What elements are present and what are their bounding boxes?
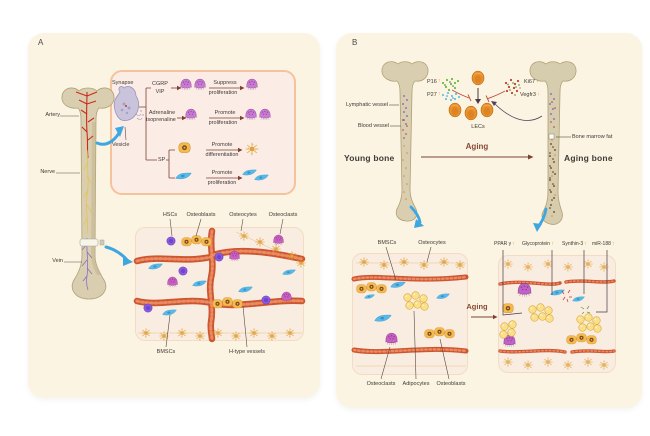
promote-label-r2: Promote [214,109,236,116]
mir188-marker: miR-188↑ [592,241,615,247]
vein-label: Vein [52,258,63,264]
promote-differentiation-label: differentiation [205,152,239,158]
suppress-label: Suppress [213,79,237,86]
suppress-proliferation-label: proliferation [208,90,238,96]
osteoblasts-label-b: Osteoblasts [436,381,466,387]
p27-up-arrow: ↑ [437,91,441,97]
p16-marker: P16↑ [427,78,441,85]
synapse-label: Synapse [112,80,134,86]
aging-label-top: Aging [465,142,489,151]
osteocytes-label-a: Osteocytes [229,212,257,218]
ki67-down-arrow: ↓ [536,78,539,84]
glycoprotein-up-arrow: ↑ [551,241,554,247]
aging-bone-label: Aging bone [564,153,613,163]
vesicle-label: Vesicle [112,142,130,148]
aging-label-bottom: Aging [466,302,488,311]
bmscs-label-a: BMSCs [156,349,176,355]
pparg-marker: PPAR γ↑ [494,241,515,247]
vegfr3-marker: Vegfr3↓ [520,91,540,98]
aged-tissue-box-b [498,255,616,373]
cgrp-label: CGRP [152,81,168,87]
adrenaline-label: Adrenaline [148,109,176,116]
p16-up-arrow: ↑ [437,78,441,84]
osteocytes-label-b: Osteocytes [418,240,446,246]
promote-label-r3b: Promote [211,169,233,176]
promote-proliferation-label-r3b: proliferation [207,180,237,186]
vegfr3-down-arrow: ↓ [536,91,540,97]
p27-marker: P27↑ [427,91,441,98]
blood-vessel-label: Blood vessel [357,122,389,129]
young-tissue-box-b [352,253,468,375]
osteoclasts-label-a: Osteoclasts [268,212,298,218]
glycoprotein-marker: Glycoprotein↑ [522,241,554,247]
nerve-label: Nerve [40,169,55,175]
synthin3-marker: Synthin-3↑ [562,241,587,247]
synapse-pathway-inset-box [110,70,296,195]
vip-label: VIP [155,89,165,95]
isoprenaline-label: isoprenaline [146,117,176,123]
sp-label: SP [158,156,166,163]
bmscs-label-b: BMSCs [377,240,397,246]
promote-label-r3a: Promote [211,141,233,148]
lecs-label: LECs [471,124,485,130]
panel-a-letter: A [38,38,44,47]
hscs-label: HSCs [162,212,178,218]
promote-proliferation-label-r2: proliferation [208,120,238,126]
panel-b-letter: B [352,38,358,47]
bone-marrow-fat-label: Bone marrow fat [572,134,613,140]
osteoblasts-label-a: Osteoblasts [186,212,216,218]
mir188-up-arrow: ↑ [611,241,615,247]
young-bone-label: Young bone [344,153,395,163]
synthin3-up-arrow: ↑ [584,241,587,247]
bone-marrow-tissue-box-a [135,227,304,341]
adipocytes-label-b: Adipocytes [402,381,430,387]
pparg-up-arrow: ↑ [512,241,515,247]
lymphatic-vessel-label: Lymphatic vessel [346,101,388,108]
h-type-vessels-label: H-type vessels [228,349,266,355]
osteoclasts-label-b: Osteoclasts [366,381,396,387]
artery-label: Artery [45,112,60,118]
ki67-marker: Ki67↓ [524,78,539,85]
